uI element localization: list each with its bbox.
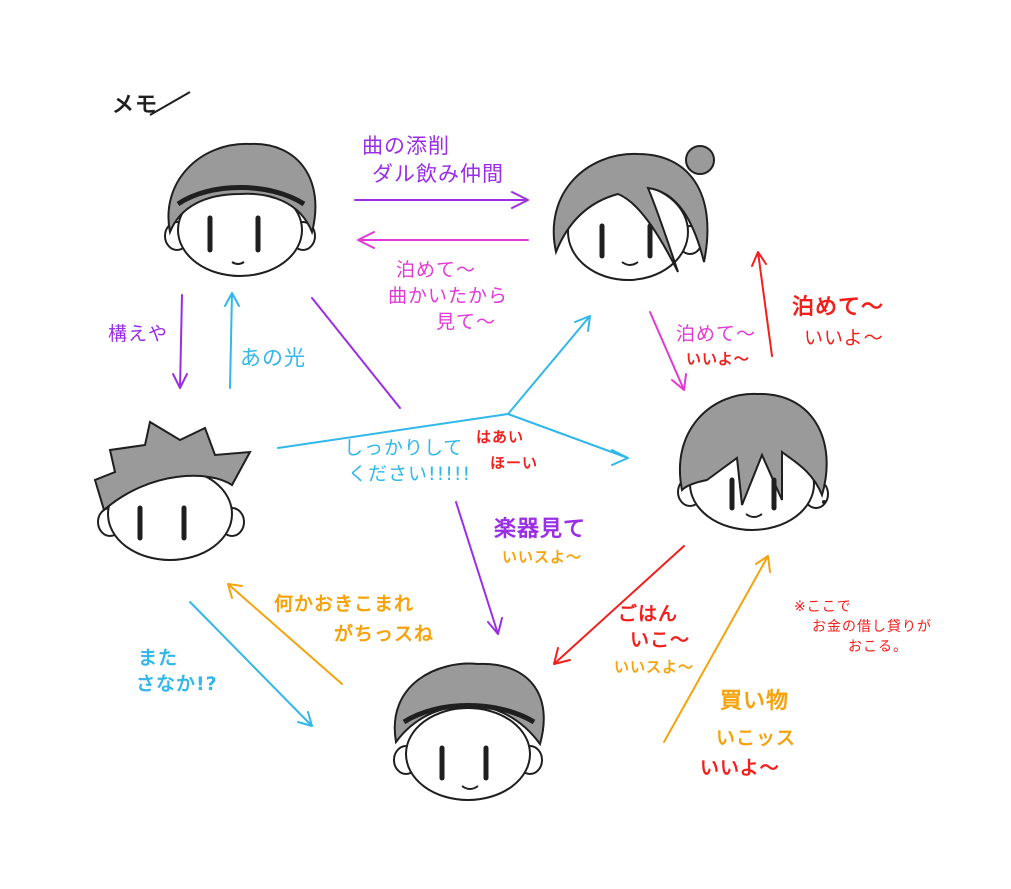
label-top-purple-2: ダル飲み仲間: [372, 162, 504, 186]
memo-title: メモ: [112, 93, 159, 118]
label-gohan-3: いいスよ〜: [614, 658, 695, 676]
label-mata-2: さなか!?: [136, 673, 218, 695]
arrow-red-bottom: [553, 545, 685, 665]
label-right-magenta: 泊めて〜: [676, 323, 757, 345]
character-head-left: [93, 420, 252, 561]
label-kaimono-3: いいよ〜: [700, 757, 780, 779]
label-right-red-big-1: 泊めて〜: [792, 295, 885, 320]
label-top-magenta-1: 泊めて〜: [396, 259, 477, 281]
arrows: [172, 191, 773, 743]
label-mata-1: また: [138, 647, 179, 669]
label-kaimono-2: いこッス: [716, 727, 797, 749]
label-left-purple: 構えや: [108, 323, 169, 345]
memo-slash: [149, 91, 191, 116]
character-head-bottom: [393, 662, 545, 801]
label-note-2: お金の借し貸りが: [812, 619, 932, 635]
label-nanika-1: 何かおきこまれ: [274, 593, 415, 615]
arrow-center-purple-down: [455, 501, 503, 635]
label-top-purple-1: 曲の添削: [362, 134, 450, 158]
character-head-right: [677, 392, 829, 531]
label-note-3: おこる。: [848, 639, 908, 655]
arrow-left-purple: [172, 294, 188, 389]
label-gohan-2: いこ〜: [630, 629, 691, 651]
arrow-top-purple: [354, 191, 529, 209]
arrow-orange-right: [663, 555, 771, 743]
label-center-red-1: はあい: [476, 428, 525, 446]
arrow-right-red: [751, 251, 773, 357]
label-gohan-1: ごはん: [618, 603, 679, 625]
label-gakki-1: 楽器見て: [494, 517, 587, 542]
arrow-top-magenta: [357, 231, 529, 249]
arrow-cyan-bottom: [189, 601, 313, 727]
arrow-right-magenta: [649, 311, 687, 391]
label-left-cyan: あの光: [240, 346, 306, 370]
label-right-red-small: いいよ〜: [686, 350, 750, 368]
character-head-top-right: [552, 145, 715, 281]
label-center-cyan-2: ください!!!!!: [348, 463, 472, 485]
arrow-center-purple-top: [311, 297, 401, 409]
label-note-1: ※ここで: [794, 599, 852, 615]
label-top-magenta-2: 曲かいたから: [388, 285, 509, 307]
label-center-cyan-1: しっかりして: [344, 437, 464, 459]
label-nanika-2: がちっスね: [334, 623, 435, 645]
label-top-magenta-3: 見て〜: [436, 311, 497, 333]
arrow-cyan-fork: [277, 315, 629, 466]
arrow-left-cyan: [224, 292, 240, 389]
label-gakki-2: いいスよ〜: [502, 548, 583, 566]
character-head-top-left: [164, 142, 317, 277]
label-kaimono-1: 買い物: [720, 689, 790, 714]
arrow-orange-left: [227, 583, 343, 685]
label-right-red-big-2: いいよ〜: [804, 327, 884, 349]
label-center-red-2: ほーい: [490, 454, 539, 472]
